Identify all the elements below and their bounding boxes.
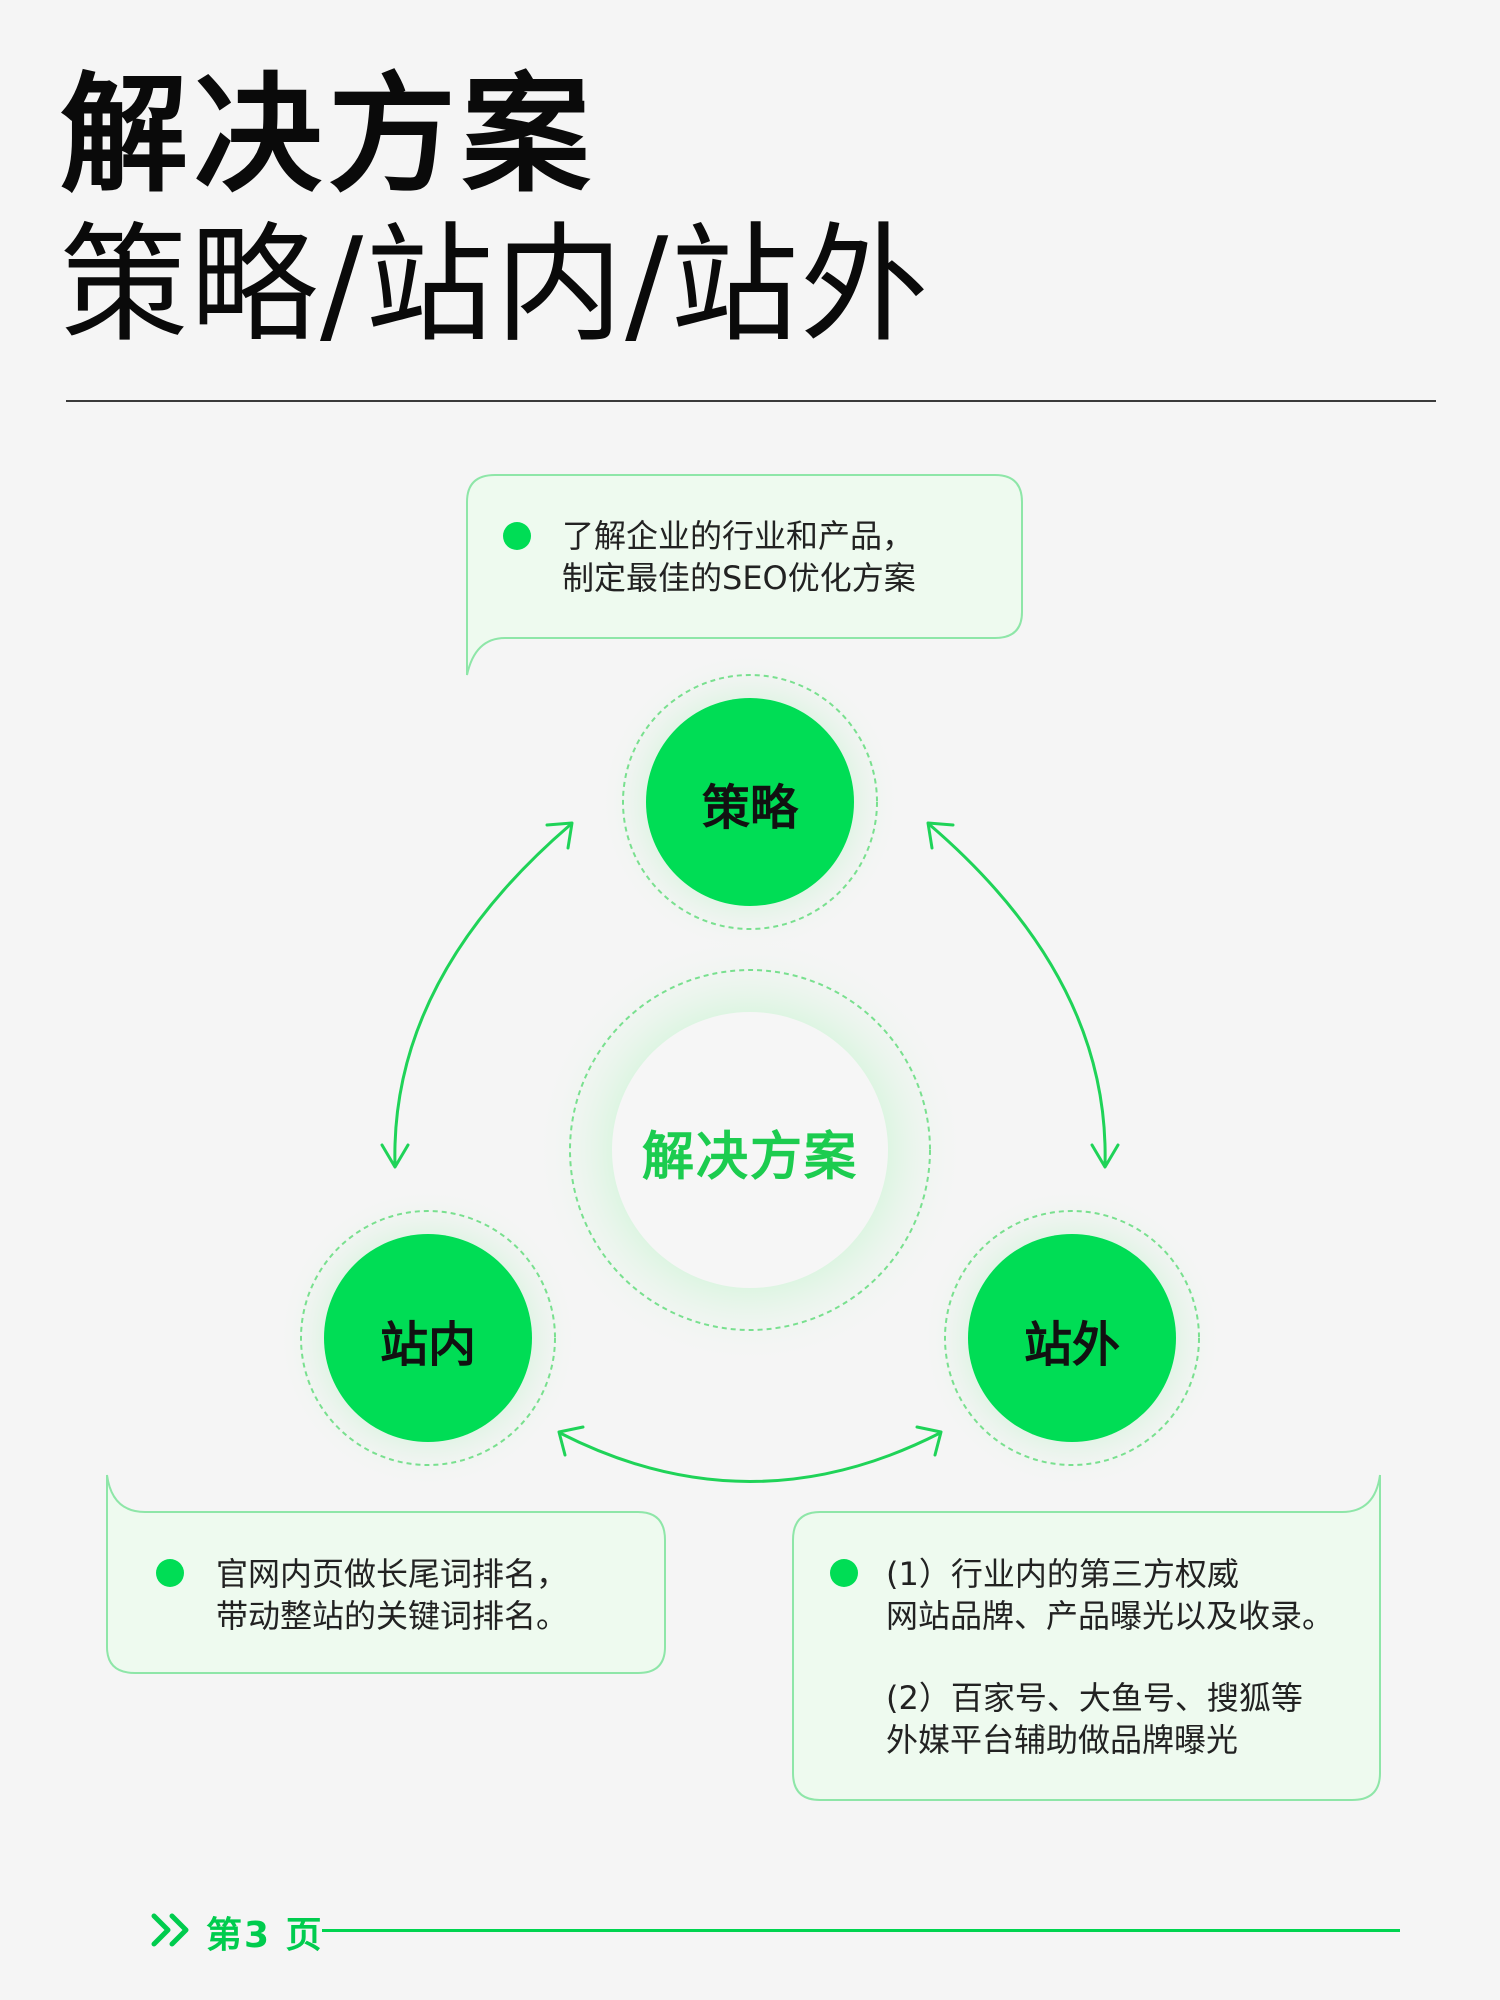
onsite-node <box>324 1234 532 1442</box>
arrowhead-strategy-end-right <box>926 821 955 850</box>
arrow-strategy-offsite <box>928 823 1107 1167</box>
strategy-bullet-dot <box>503 522 531 550</box>
onsite-bubble-line-2: 带动整站的关键词排名。 <box>216 1597 569 1635</box>
center-circle <box>612 1012 888 1288</box>
offsite-bubble-line-3: (2）百家号、大鱼号、搜狐等 <box>886 1679 1303 1717</box>
arrow-strategy-onsite <box>393 823 572 1167</box>
center-dashed-ring <box>569 969 931 1331</box>
strategy-bubble-line-1: 了解企业的行业和产品， <box>562 517 915 555</box>
page-subtitle: 策略/站内/站外 <box>60 211 931 360</box>
strategy-bubble-text: 了解企业的行业和产品， 制定最佳的SEO优化方案 <box>562 515 916 599</box>
double-chevron-right-icon <box>151 1913 189 1947</box>
arrowhead-offsite-end <box>1090 1143 1120 1169</box>
onsite-dashed-ring <box>300 1210 556 1466</box>
title-divider <box>66 400 1436 402</box>
onsite-node-label: 站内 <box>379 1317 477 1373</box>
strategy-node-label: 策略 <box>701 780 799 836</box>
offsite-bubble <box>792 1474 1381 1801</box>
strategy-bubble-line-2: 制定最佳的SEO优化方案 <box>562 559 916 597</box>
offsite-node <box>968 1234 1176 1442</box>
strategy-bubble <box>466 474 1023 676</box>
page-title: 解决方案 <box>60 61 597 210</box>
center-label: 解决方案 <box>641 1127 859 1188</box>
offsite-dashed-ring <box>944 1210 1200 1466</box>
arrowhead-onsite-bottom <box>557 1425 585 1457</box>
arrowhead-onsite-end <box>380 1143 410 1169</box>
offsite-bullet-dot <box>830 1559 858 1587</box>
offsite-bubble-line-1: (1）行业内的第三方权威 <box>886 1555 1239 1593</box>
offsite-bubble-line-2: 网站品牌、产品曝光以及收录。 <box>886 1597 1335 1635</box>
offsite-node-label: 站外 <box>1023 1317 1121 1373</box>
arrow-onsite-offsite <box>558 1431 942 1483</box>
offsite-bubble-text: (1）行业内的第三方权威 网站品牌、产品曝光以及收录。 (2）百家号、大鱼号、搜… <box>886 1553 1334 1761</box>
strategy-dashed-ring <box>622 674 878 930</box>
strategy-node <box>646 698 854 906</box>
arrowhead-strategy-end <box>545 821 574 850</box>
onsite-bubble-line-1: 官网内页做长尾词排名， <box>216 1555 569 1593</box>
page-number: 第3 页 <box>206 1915 324 1956</box>
offsite-bubble-line-4: 外媒平台辅助做品牌曝光 <box>886 1721 1239 1759</box>
footer-rule <box>322 1929 1400 1932</box>
arrowhead-offsite-bottom <box>915 1425 943 1457</box>
onsite-bullet-dot <box>156 1559 184 1587</box>
onsite-bubble-text: 官网内页做长尾词排名， 带动整站的关键词排名。 <box>216 1553 568 1637</box>
onsite-bubble <box>106 1474 666 1674</box>
